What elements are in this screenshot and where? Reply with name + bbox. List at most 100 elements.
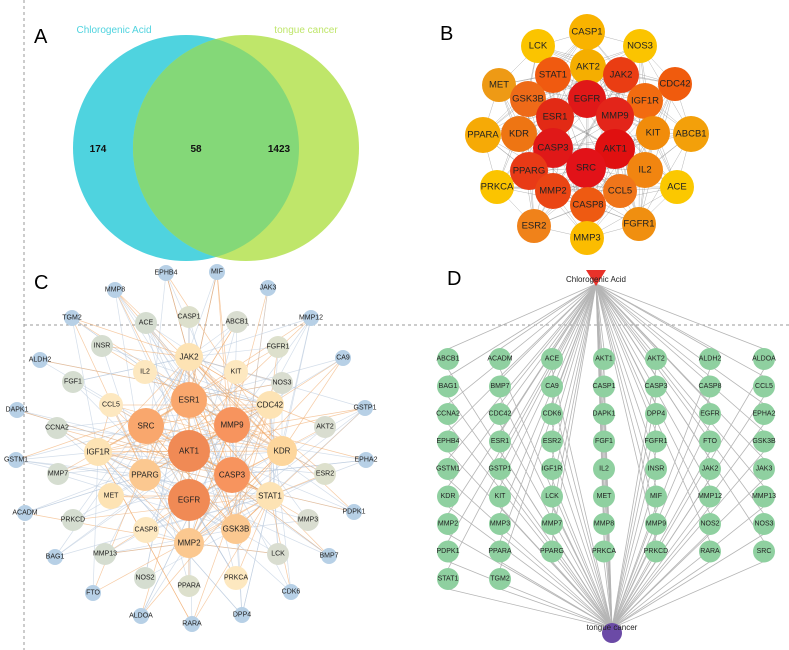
c-edge — [188, 407, 366, 452]
c-node-epha2 — [358, 452, 374, 468]
d-target-label: ABCB1 — [437, 356, 460, 363]
d-target-label: MMP3 — [490, 521, 510, 528]
d-target-label: GSTP1 — [489, 466, 512, 473]
d-edge-compound — [551, 283, 597, 350]
c-edge — [281, 357, 344, 452]
d-edge-disease — [447, 533, 613, 629]
c-edge — [231, 287, 269, 426]
panel-d-nodes: ABCB1BAG1CCNA2EPHB4GSTM1KDRMMP2PDPK1STAT… — [436, 348, 776, 590]
d-edge-compound — [499, 283, 597, 515]
c-node-stat1 — [256, 482, 284, 510]
c-node-mmp7 — [47, 463, 69, 485]
c-node-akt2 — [314, 416, 336, 438]
b-node-mmp3 — [570, 221, 604, 255]
c-edge — [144, 371, 190, 501]
b-node-label: AKT2 — [576, 62, 600, 73]
b-node-kdr — [501, 116, 537, 152]
c-node-label: RARA — [182, 621, 202, 628]
d-edge-disease — [611, 396, 765, 629]
c-node-label: DAPK1 — [6, 407, 29, 414]
c-edge — [71, 317, 190, 401]
c-edge — [231, 317, 312, 426]
c-node-esr1 — [171, 382, 207, 418]
c-edge — [140, 450, 190, 617]
d-edge-disease — [611, 506, 765, 629]
c-node-label: EPHA2 — [355, 457, 378, 464]
b-node-label: EGFR — [574, 94, 601, 105]
venn-right-only-count: 1423 — [268, 144, 291, 155]
d-edge-compound — [551, 283, 597, 487]
d-target-pdpk1 — [437, 540, 459, 563]
d-target-ephb4 — [437, 430, 459, 453]
b-node-ccl5 — [603, 174, 637, 208]
c-edge — [188, 399, 237, 579]
d-target-label: JAK2 — [702, 466, 719, 473]
d-target-label: PRKCD — [644, 548, 669, 555]
c-node-label: ESR2 — [316, 471, 334, 478]
d-target-label: MMP7 — [542, 521, 562, 528]
c-node-label: JAK2 — [179, 353, 199, 362]
venn-left-only-count: 174 — [90, 144, 107, 155]
d-target-casp8 — [699, 375, 721, 398]
d-edge-disease — [603, 561, 613, 629]
d-target-label: IL2 — [599, 466, 609, 473]
d-edge-compound — [595, 283, 765, 515]
c-node-label: PPARG — [131, 471, 158, 480]
b-node-label: ABCB1 — [675, 129, 706, 140]
c-node-abcb1 — [226, 311, 248, 333]
d-edge-disease — [447, 588, 613, 629]
b-node-ace — [660, 170, 694, 204]
c-edge — [92, 451, 99, 594]
d-target-met — [593, 485, 615, 508]
d-edge-compound — [595, 283, 765, 432]
c-edge — [188, 450, 309, 521]
b-node-label: CASP8 — [572, 200, 603, 211]
c-node-tgm2 — [64, 310, 80, 326]
c-node-insr — [91, 335, 113, 357]
b-node-label: MMP9 — [601, 111, 628, 122]
venn-left-label: Chlorogenic Acid — [76, 25, 151, 36]
b-node-met — [482, 68, 516, 102]
d-target-label: CASP8 — [699, 383, 722, 390]
c-node-jak3 — [260, 280, 276, 296]
c-edge — [188, 426, 326, 544]
c-node-label: FGF1 — [64, 379, 82, 386]
d-target-akt2 — [645, 348, 667, 370]
c-edge — [101, 345, 190, 358]
d-target-label: FTO — [703, 438, 717, 445]
c-node-label: SRC — [138, 422, 155, 431]
d-edge-compound — [447, 283, 597, 432]
c-edge — [15, 459, 190, 501]
d-edge-compound — [499, 283, 597, 405]
b-node-label: CASP1 — [571, 27, 602, 38]
c-node-label: BAG1 — [46, 554, 65, 561]
c-node-label: CCNA2 — [45, 425, 69, 432]
c-node-dpp4 — [234, 607, 250, 623]
d-target-label: TGM2 — [490, 576, 510, 583]
b-node-il2 — [627, 152, 663, 188]
b-node-label: PPARA — [467, 130, 499, 141]
d-edge-compound — [447, 283, 597, 377]
d-target-label: MMP12 — [698, 493, 722, 500]
panel-d-edges — [447, 283, 765, 629]
c-node-ccna2 — [46, 417, 68, 439]
d-target-label: MET — [597, 493, 613, 500]
d-target-label: BAG1 — [439, 383, 458, 390]
c-edge — [24, 512, 190, 544]
d-edge-compound — [447, 283, 597, 487]
c-node-label: MMP8 — [105, 287, 125, 294]
d-edge-disease — [447, 506, 613, 629]
c-edge — [231, 424, 367, 461]
d-edge-compound — [595, 283, 765, 487]
d-target-mif — [645, 485, 667, 508]
d-edge-disease — [551, 478, 613, 629]
c-node-label: ALDH2 — [29, 357, 52, 364]
c-edge — [144, 404, 271, 476]
c-node-label: CASP3 — [219, 471, 246, 480]
c-edge — [101, 345, 271, 406]
c-node-label: MMP13 — [93, 551, 117, 558]
c-node-nos3 — [271, 372, 293, 394]
c-node-label: CDC42 — [257, 401, 284, 410]
